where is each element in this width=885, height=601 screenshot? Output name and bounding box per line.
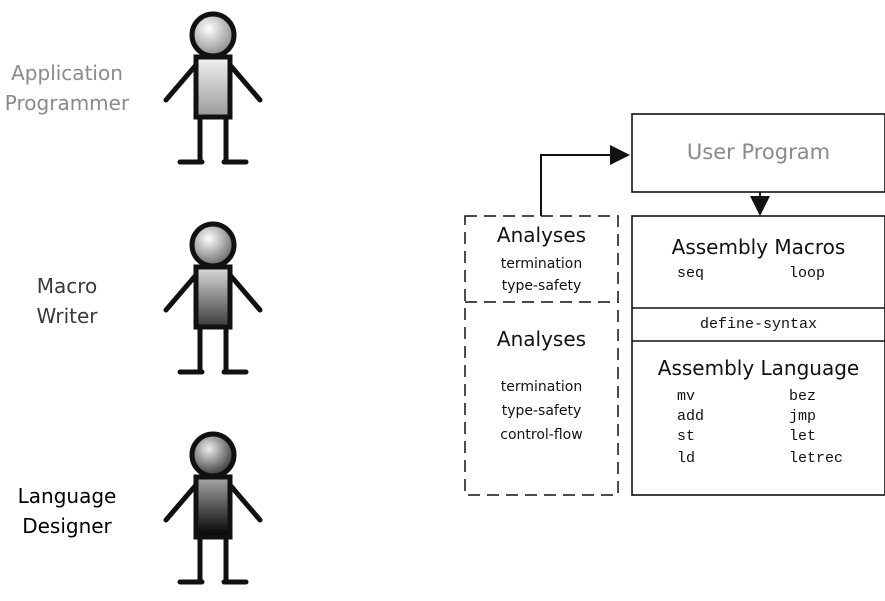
- assembly-macros-title: Assembly Macros: [671, 235, 846, 259]
- assembly-language-title: Assembly Language: [657, 356, 860, 380]
- analyses-bottom-item: control-flow: [500, 427, 583, 443]
- asm-item: bez: [789, 388, 817, 405]
- role-macro-writer: Macro Writer: [0, 271, 134, 331]
- define-syntax-label: define-syntax: [699, 316, 818, 333]
- asm-item: letrec: [789, 450, 844, 467]
- macro-writer-figure: [163, 221, 263, 375]
- analyses-top-title: Analyses: [496, 223, 587, 247]
- macro-item-loop: loop: [789, 265, 826, 282]
- role-line-1: Macro: [36, 274, 98, 298]
- asm-item: st: [677, 428, 696, 445]
- asm-item: add: [677, 408, 705, 425]
- analyses-top-item: type-safety: [501, 278, 582, 294]
- asm-item: let: [789, 428, 817, 445]
- asm-item: jmp: [789, 408, 817, 425]
- role-line-2: Programmer: [4, 91, 130, 115]
- application-programmer-figure: [163, 11, 263, 165]
- user-program-label: User Program: [686, 140, 831, 164]
- language-designer-figure: [163, 431, 263, 585]
- macro-item-seq: seq: [677, 265, 705, 282]
- user-program-box: [631, 113, 885, 193]
- role-line-2: Writer: [36, 304, 98, 328]
- analyses-bottom-item: termination: [500, 379, 583, 395]
- role-line-1: Application: [11, 61, 123, 85]
- role-language-designer: Language Designer: [0, 481, 134, 541]
- analyses-to-user-program-arrow: [540, 145, 630, 216]
- language-stack-box: [631, 215, 885, 496]
- role-line-1: Language: [17, 484, 117, 508]
- analyses-bottom-title: Analyses: [496, 327, 587, 351]
- asm-item: ld: [677, 450, 696, 467]
- role-application-programmer: Application Programmer: [0, 58, 134, 118]
- role-line-2: Designer: [22, 514, 112, 538]
- analyses-top-item: termination: [500, 256, 583, 272]
- analyses-bottom-item: type-safety: [501, 403, 582, 419]
- asm-item: mv: [677, 388, 696, 405]
